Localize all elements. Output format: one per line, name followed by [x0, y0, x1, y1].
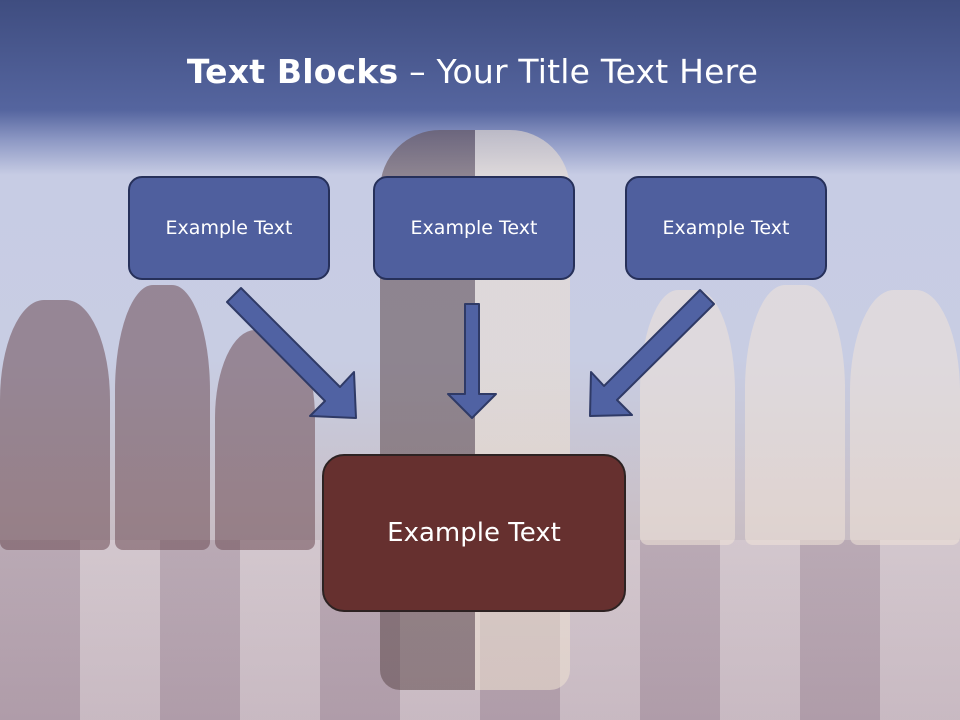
arrow-right-icon — [589, 289, 715, 417]
arrow-down-icon — [447, 303, 497, 419]
text-block-bottom[interactable]: Example Text — [322, 454, 626, 612]
light-chess-piece — [850, 290, 960, 545]
text-block-top-center[interactable]: Example Text — [373, 176, 575, 280]
title-rest: Your Title Text Here — [436, 52, 759, 91]
slide-title: Text Blocks – Your Title Text Here — [0, 52, 945, 91]
light-chess-piece — [745, 285, 845, 545]
text-block-label: Example Text — [662, 217, 790, 239]
text-block-top-left[interactable]: Example Text — [128, 176, 330, 280]
arrow-left-icon — [226, 287, 357, 419]
text-block-label: Example Text — [410, 217, 538, 239]
text-block-label: Example Text — [165, 217, 293, 239]
dark-chess-piece — [115, 285, 210, 550]
title-dash: – — [398, 52, 437, 91]
light-chess-piece — [640, 290, 735, 545]
text-block-top-right[interactable]: Example Text — [625, 176, 827, 280]
text-block-label: Example Text — [387, 518, 561, 548]
dark-chess-piece — [0, 300, 110, 550]
title-bold: Text Blocks — [186, 52, 399, 91]
